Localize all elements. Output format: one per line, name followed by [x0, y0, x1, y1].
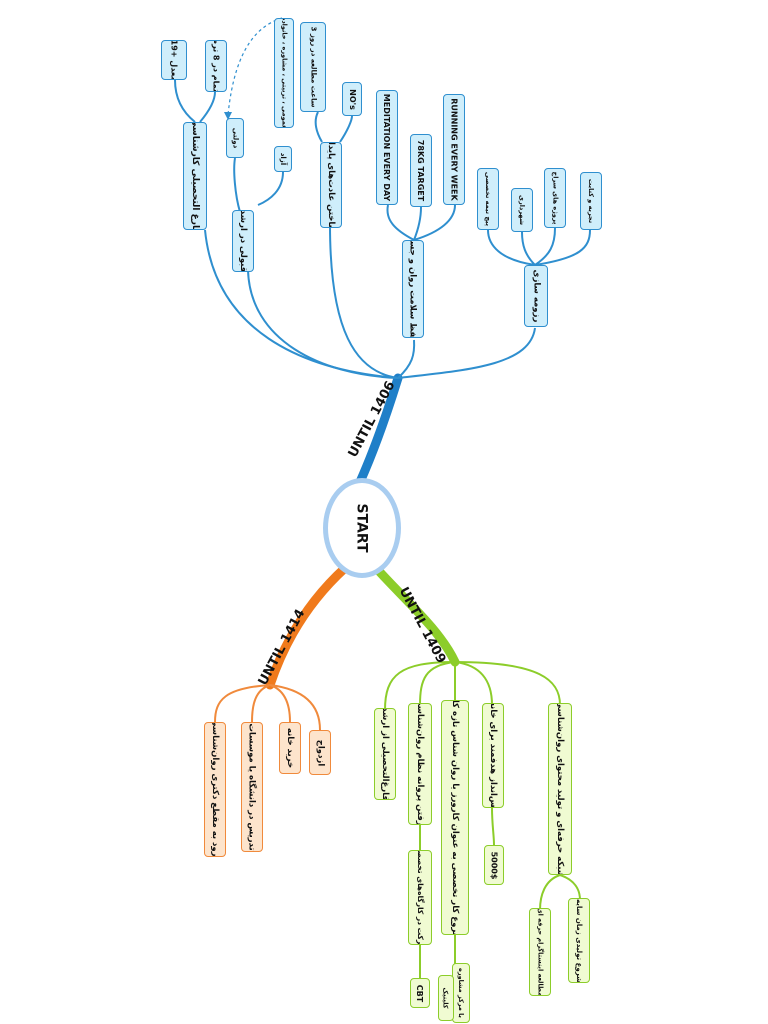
branch-label-1409[interactable]: UNTIL 1409 [395, 584, 449, 667]
branch-1406-trunk [355, 373, 403, 487]
node-arshad-dolati[interactable]: دولتی [226, 118, 244, 158]
link-1414-n4 [269, 684, 321, 731]
branch-1409-trunk [373, 565, 460, 667]
link-arshad-c2 [257, 171, 284, 206]
node-pasandaz-5000[interactable]: 5000$ [484, 845, 504, 885]
link-sakhtan-c2 [339, 115, 353, 143]
center-start-node[interactable]: START [323, 478, 401, 578]
dashed-arrowhead [224, 112, 232, 120]
node-1414-khane[interactable]: خرید خانه [279, 722, 301, 774]
link-rezume-c3 [534, 227, 556, 266]
node-arshad-note[interactable]: عمومی ، تربیتی ، مشاوره ، خانواده [274, 18, 294, 128]
node-1406-salamat[interactable]: حفظ سلامت روان و جسم [402, 240, 424, 338]
link-1406-sakhtan [329, 224, 399, 379]
link-arshad-c1 [233, 157, 241, 213]
link-n4-c [491, 807, 495, 846]
node-shabake-c1[interactable]: شروع تولیدی زمان سایه [568, 898, 590, 983]
branch-label-1414[interactable]: UNTIL 1414 [255, 606, 309, 689]
link-1414-n3 [269, 684, 291, 723]
node-fargh-term[interactable]: اتمام در 8 ترم [205, 40, 227, 92]
node-1409-pasandaz[interactable]: پس‌انداز هدفمند برای خانه [482, 703, 504, 808]
link-fargh-c2 [199, 91, 216, 123]
link-fargh-c1 [174, 79, 196, 123]
link-salamat-c3 [413, 204, 456, 241]
node-shabake-c2[interactable]: مطالعه اینستاگرام حرفه ای [529, 908, 551, 996]
branch-1414-trunk [265, 563, 350, 690]
link-rezume-c4 [534, 229, 591, 266]
node-sakhtan-nos[interactable]: NO's [342, 82, 362, 116]
node-parvane-workshops[interactable]: شرکت در کارگاه‌های تخصصی [408, 850, 432, 945]
node-rezume-c3[interactable]: پروژه های سراج [544, 168, 566, 228]
node-kar-markaz[interactable]: با مرکز مشاوره [452, 963, 470, 1023]
branch-label-1406[interactable]: UNTIL 1406 [345, 378, 399, 461]
link-salamat-c1 [386, 204, 415, 241]
node-salamat-running[interactable]: RUNNING EVERY WEEK [443, 94, 465, 205]
link-1414-n2 [251, 684, 271, 723]
node-1409-shabake[interactable]: شبکه حرفه‌ای و تولید محتوای روان‌شناسی [548, 703, 572, 875]
link-1409-n2 [419, 661, 456, 706]
node-1409-fargh-arshad[interactable]: فارغ‌التحصیلی از ارشد [374, 708, 396, 800]
node-1414-doctori[interactable]: ورود به مقطع دکتری روان‌شناسی [204, 722, 226, 857]
node-rezume-c2[interactable]: شهرداری [511, 188, 533, 232]
node-1409-parvane[interactable]: گرفتن پروانه نظام روان‌شناسی [408, 703, 432, 825]
node-1406-rezume[interactable]: رزومه سازی [524, 265, 548, 327]
node-1406-sakhtan[interactable]: ساختن عادت‌های پایدار [320, 142, 342, 228]
node-sakhtan-study[interactable]: 3 ساعت مطالعه در روز [300, 22, 326, 112]
link-1406-arshad [247, 269, 399, 379]
node-1414-ezdevaj[interactable]: ازدواج [309, 730, 331, 775]
link-rezume-c2 [521, 231, 536, 266]
node-rezume-c1[interactable]: پیچ تیمه تخصصی [477, 168, 499, 230]
node-1406-fargh[interactable]: فارغ التحصیلی کارشناسی [183, 122, 207, 230]
link-n5-c1 [559, 874, 581, 901]
node-parvane-cbt[interactable]: CBT [410, 978, 430, 1008]
link-rezume-c1 [487, 229, 536, 266]
link-1414-n1 [214, 684, 271, 723]
link-1406-salamat [397, 339, 416, 379]
node-salamat-meditation[interactable]: MEDITATION EVERY DAY [376, 90, 398, 205]
link-1409-n1 [384, 661, 456, 711]
node-arshad-azad[interactable]: آزاد [274, 146, 292, 172]
link-1406-rezume [397, 327, 536, 379]
node-1409-kar[interactable]: شروع کار تخصصی به عنوان کارورز یا روان ش… [441, 700, 469, 935]
link-sakhtan-c1 [314, 111, 323, 143]
center-label: START [354, 503, 370, 553]
link-1409-n4 [454, 661, 493, 706]
link-n5-c2 [539, 874, 561, 911]
link-1409-n5 [454, 661, 561, 706]
node-fargh-moadel[interactable]: معدل +19 [161, 40, 187, 80]
node-salamat-78kg[interactable]: 78KG TARGET [410, 134, 432, 207]
node-1406-arshad[interactable]: قبولی در ارشد [232, 210, 254, 272]
link-salamat-c2 [413, 206, 422, 241]
node-1414-tadris[interactable]: تدریس در دانشگاه یا موسسات [241, 722, 263, 852]
node-rezume-c4[interactable]: تجربه و کتابت [580, 172, 602, 230]
node-kar-clinic[interactable]: کلینیک [438, 975, 454, 1021]
